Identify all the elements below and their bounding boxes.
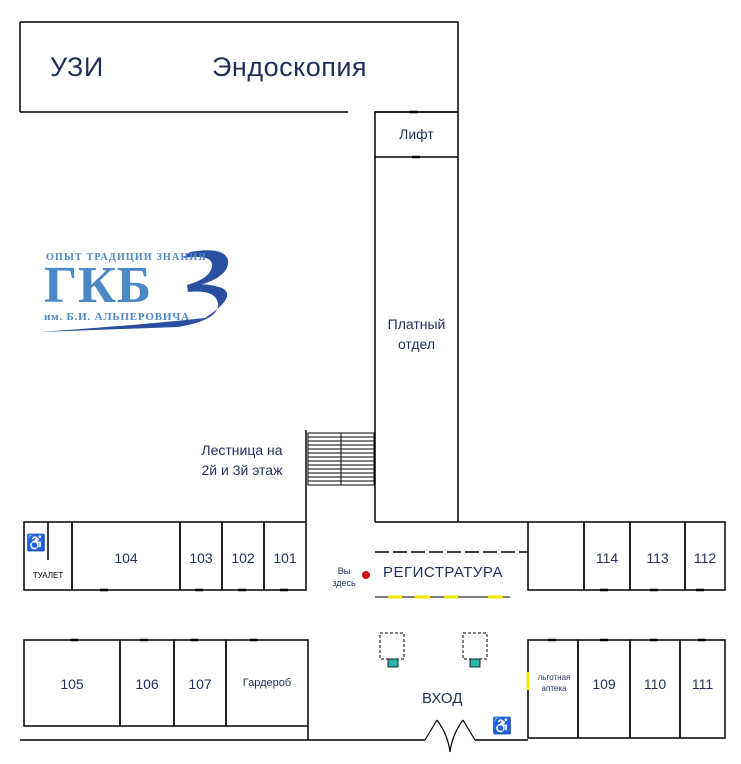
entrance-doors <box>424 719 476 753</box>
lift-label: Лифт <box>399 126 434 142</box>
room-113-label: 113 <box>646 550 669 566</box>
wardrobe-label: Гардероб <box>242 677 292 689</box>
you-are-here-line2: здесь <box>332 578 356 588</box>
registry-label: РЕГИСТРАТУРА <box>383 564 503 581</box>
paid-dept-label-line1: Платный <box>387 316 446 332</box>
room-111-label: 111 <box>691 676 714 692</box>
room-106-label: 106 <box>135 676 159 692</box>
paid-dept-label-line2: отдел <box>397 336 436 352</box>
wardrobe-room <box>225 639 309 727</box>
logo-number: 3 <box>175 246 176 247</box>
room-107-label: 107 <box>188 676 212 692</box>
stairs-label-line1: Лестница на <box>201 442 283 458</box>
stairs-label-line2: 2й и 3й этаж <box>201 462 283 478</box>
stairs <box>307 432 375 486</box>
logo-subtitle: им. Б.И. АЛЬПЕРОВИЧА <box>44 311 190 323</box>
uzi-label: УЗИ <box>50 52 104 82</box>
room-109-label: 109 <box>592 676 616 692</box>
room-114-label: 114 <box>595 550 619 566</box>
room-101-label: 101 <box>273 550 297 566</box>
toilet-label: ТУАЛЕТ <box>32 571 64 580</box>
logo-swoosh <box>40 250 229 332</box>
pharmacy-label-line2: аптека <box>541 684 567 693</box>
room-112-label: 112 <box>693 550 717 566</box>
entrance-label: ВХОД <box>422 690 463 707</box>
endoscopy-label: Эндоскопия <box>212 52 368 82</box>
room-110-label: 110 <box>643 676 667 692</box>
room-102-label: 102 <box>231 550 255 566</box>
you-are-here-line1: Вы <box>337 566 351 576</box>
room-103-label: 103 <box>189 550 213 566</box>
kiosk-right <box>462 632 488 660</box>
wheelchair-icon: ♿ <box>26 535 46 552</box>
pharmacy-label-line1: льготная <box>537 673 571 682</box>
you-are-here-marker <box>362 571 370 579</box>
room-105-label: 105 <box>60 676 84 692</box>
logo-name: ГКБ <box>44 257 153 314</box>
logo-tagline: ОПЫТ ТРАДИЦИИ ЗНАНИЯ <box>46 252 207 263</box>
room-104-label: 104 <box>114 550 138 566</box>
room-right-blank <box>527 521 585 591</box>
wheelchair-icon: ♿ <box>492 718 512 735</box>
kiosk-left <box>379 632 405 660</box>
room-112 <box>684 521 726 591</box>
